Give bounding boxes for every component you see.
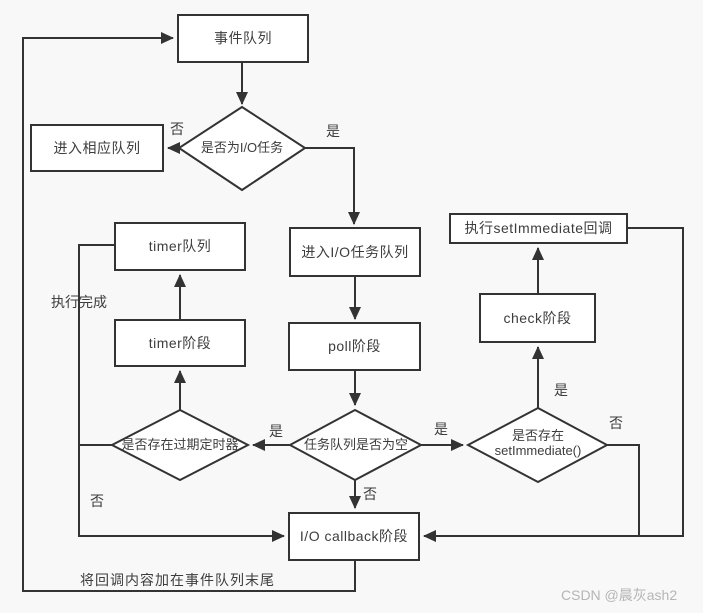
poll-phase-box (288, 322, 421, 371)
decision-has-setimmediate-line1: 是否存在 (511, 428, 564, 444)
edge-iocallback-to-eventqueue (22, 32, 356, 592)
edge-execsetimmediate-return (423, 227, 684, 542)
label-exec-done: 执行完成 (51, 294, 107, 310)
node-io-task-queue: 进入I/O任务队列 (301, 243, 409, 260)
node-event-queue: 事件队列 (214, 30, 272, 47)
decision-is-io-task: 是否为I/O任务 (200, 139, 284, 155)
edge-isio-yes (303, 147, 360, 225)
edge-timerqueue-execdone (78, 244, 285, 542)
decision-task-queue-empty: 任务队列是否为空 (303, 436, 408, 452)
node-enter-queue: 进入相应队列 (53, 139, 141, 156)
io-task-queue-box (289, 227, 421, 277)
label-is-io-no: 否 (170, 121, 184, 137)
task-queue-empty-diamond (287, 408, 424, 482)
node-timer-phase: timer阶段 (148, 334, 212, 351)
label-setimmediate-yes: 是 (554, 382, 568, 398)
label-setimmediate-no: 否 (609, 415, 623, 431)
node-check-phase: check阶段 (503, 309, 572, 326)
timer-phase-box (114, 319, 246, 367)
decision-has-setimmediate-line2: setImmediate() (494, 443, 582, 458)
label-is-io-yes: 是 (326, 123, 340, 139)
label-append-note: 将回调内容加在事件队列末尾 (80, 572, 275, 588)
label-empty-yes-right: 是 (434, 421, 448, 437)
event-queue-box (177, 14, 309, 63)
label-expired-no: 否 (90, 493, 104, 509)
node-io-callback-phase: I/O callback阶段 (299, 528, 409, 545)
flow-edges (22, 32, 684, 592)
check-phase-box (479, 293, 596, 343)
timer-queue-box (114, 222, 246, 271)
node-exec-setimmediate: 执行setImmediate回调 (464, 220, 613, 237)
decision-has-expired-timer: 是否存在过期定时器 (121, 436, 239, 452)
decision-has-setimmediate: 是否存在 setImmediate() (470, 414, 606, 474)
flow-nodes (30, 14, 628, 561)
label-empty-yes-left: 是 (269, 423, 283, 439)
csdn-watermark: CSDN @晨灰ash2 (561, 587, 678, 603)
node-timer-queue: timer队列 (148, 238, 212, 255)
node-poll-phase: poll阶段 (328, 338, 381, 355)
io-callback-box (288, 512, 420, 561)
label-empty-no: 否 (363, 486, 377, 502)
exec-setimmediate-box (449, 213, 628, 244)
enter-queue-box (30, 124, 164, 172)
has-setimmediate-diamond (465, 406, 610, 484)
edge-hassetimmediate-no (607, 444, 640, 535)
has-expired-timer-diamond (109, 408, 251, 482)
is-io-task-diamond (177, 105, 307, 192)
